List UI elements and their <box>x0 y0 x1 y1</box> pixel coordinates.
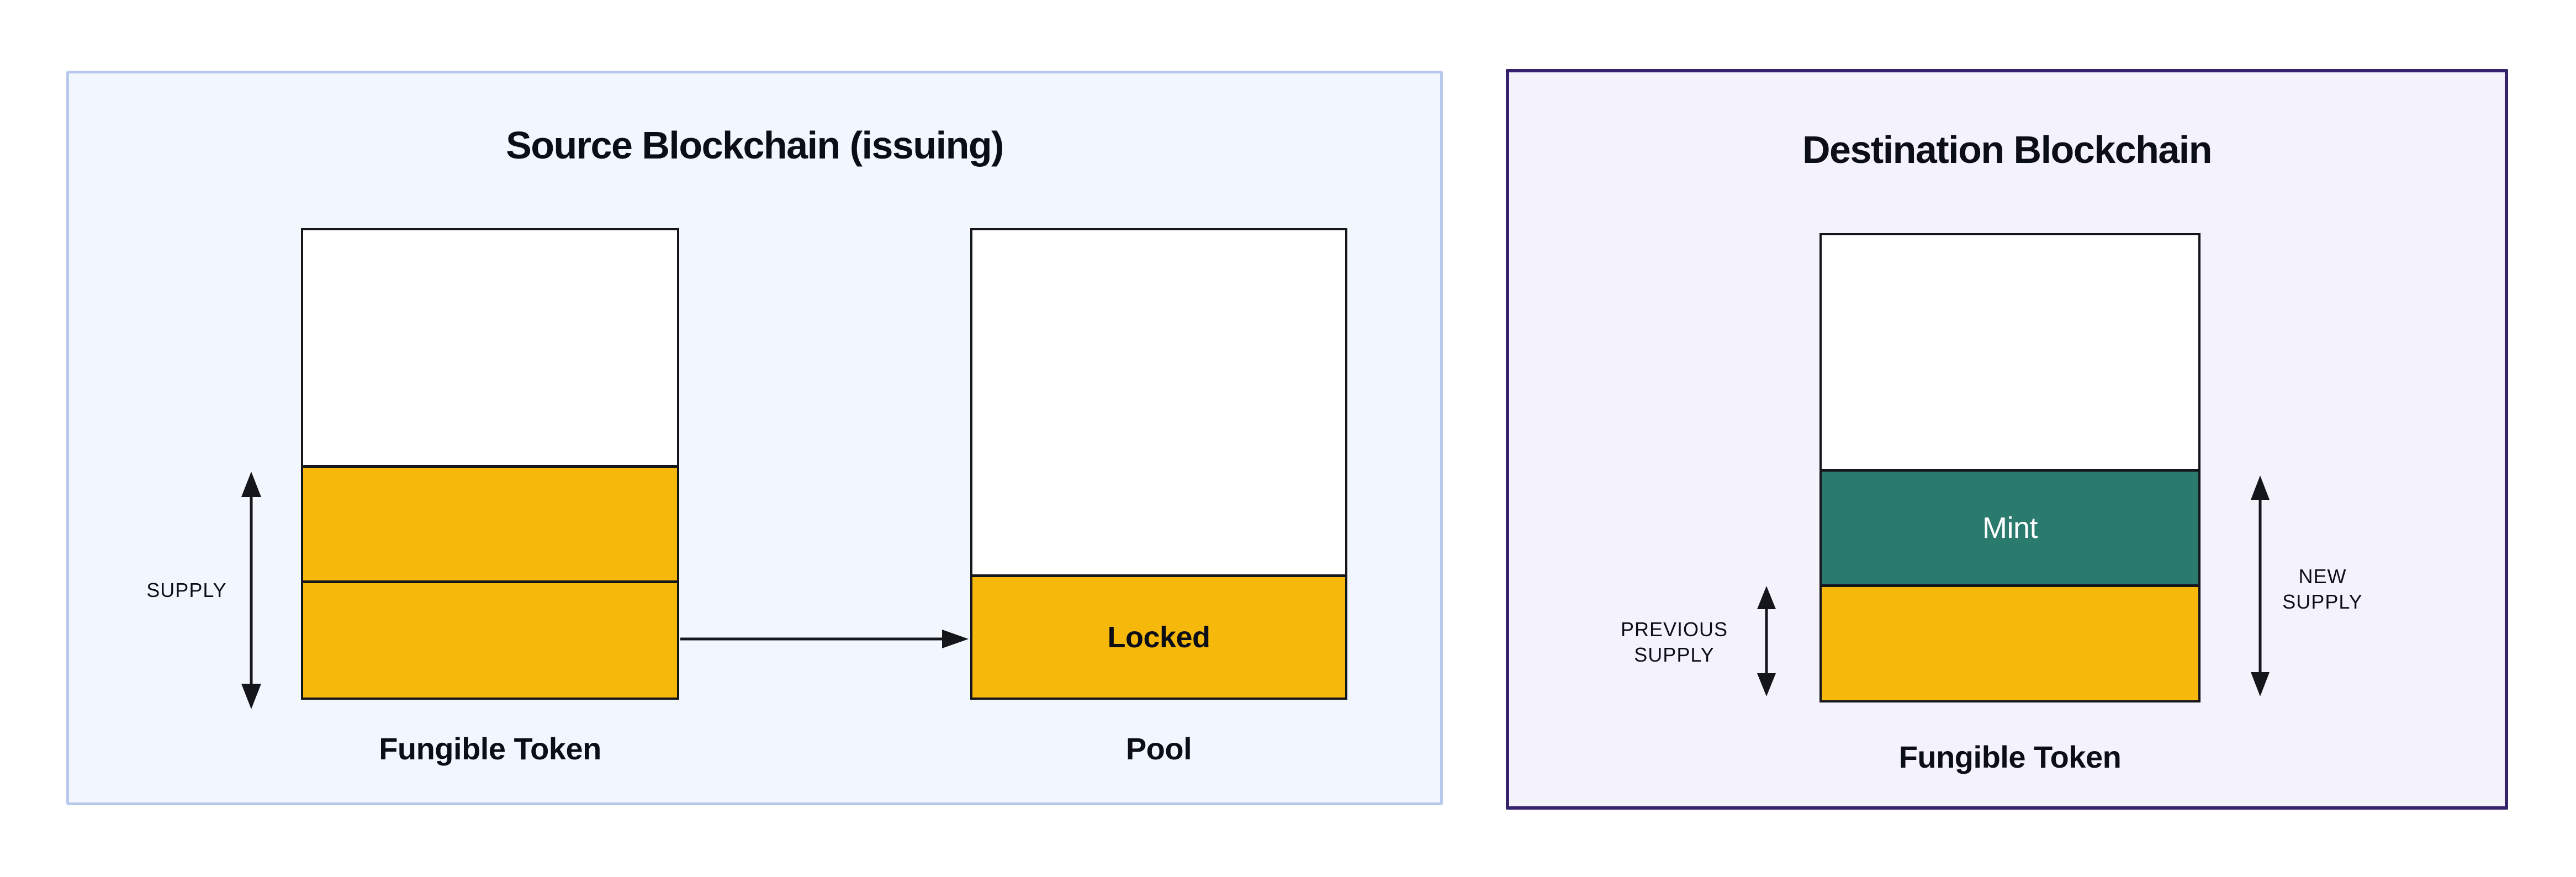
destination-token-mint-segment: Mint <box>1822 468 2198 585</box>
previous-supply-label-line-1: PREVIOUS <box>1620 618 1728 641</box>
source-fungible-token-caption: Fungible Token <box>379 731 601 766</box>
lock-transfer-arrow-icon <box>680 630 969 648</box>
pool-locked-segment: Locked <box>972 574 1345 698</box>
destination-fungible-token-caption: Fungible Token <box>1898 739 2122 774</box>
source-blockchain-panel: Source Blockchain (issuing) SUPPLY Locke… <box>66 71 1443 805</box>
new-supply-label-line-1: NEW <box>2298 565 2347 588</box>
destination-panel-title: Destination Blockchain <box>1802 128 2213 171</box>
mint-label: Mint <box>1982 511 2038 545</box>
source-panel-title: Source Blockchain (issuing) <box>506 124 1004 167</box>
previous-supply-label-line-2: SUPPLY <box>1634 643 1715 666</box>
destination-token-previous-supply-segment <box>1822 584 2198 701</box>
new-supply-range-arrow-icon <box>2251 476 2270 696</box>
source-token-supply-lower-segment <box>303 580 677 698</box>
previous-supply-range-arrow-icon <box>1757 586 1776 696</box>
new-supply-label-line-2: SUPPLY <box>2282 590 2363 613</box>
source-pool-box: Locked <box>970 228 1347 700</box>
destination-blockchain-panel: Destination Blockchain Mint PREVIOUS SUP… <box>1506 69 2508 810</box>
source-fungible-token-box <box>301 228 679 700</box>
source-pool-caption: Pool <box>1125 731 1192 766</box>
source-token-supply-upper-segment <box>303 465 677 580</box>
supply-range-arrow-icon <box>241 472 261 709</box>
locked-label: Locked <box>1107 621 1210 654</box>
destination-token-unissued-segment <box>1822 235 2198 469</box>
source-token-unissued-segment <box>303 230 677 466</box>
previous-supply-label: PREVIOUS SUPPLY <box>1575 617 1774 668</box>
pool-empty-segment <box>972 230 1345 575</box>
supply-label: SUPPLY <box>146 579 227 601</box>
new-supply-label: NEW SUPPLY <box>2240 564 2405 615</box>
destination-fungible-token-box: Mint <box>1819 233 2201 702</box>
